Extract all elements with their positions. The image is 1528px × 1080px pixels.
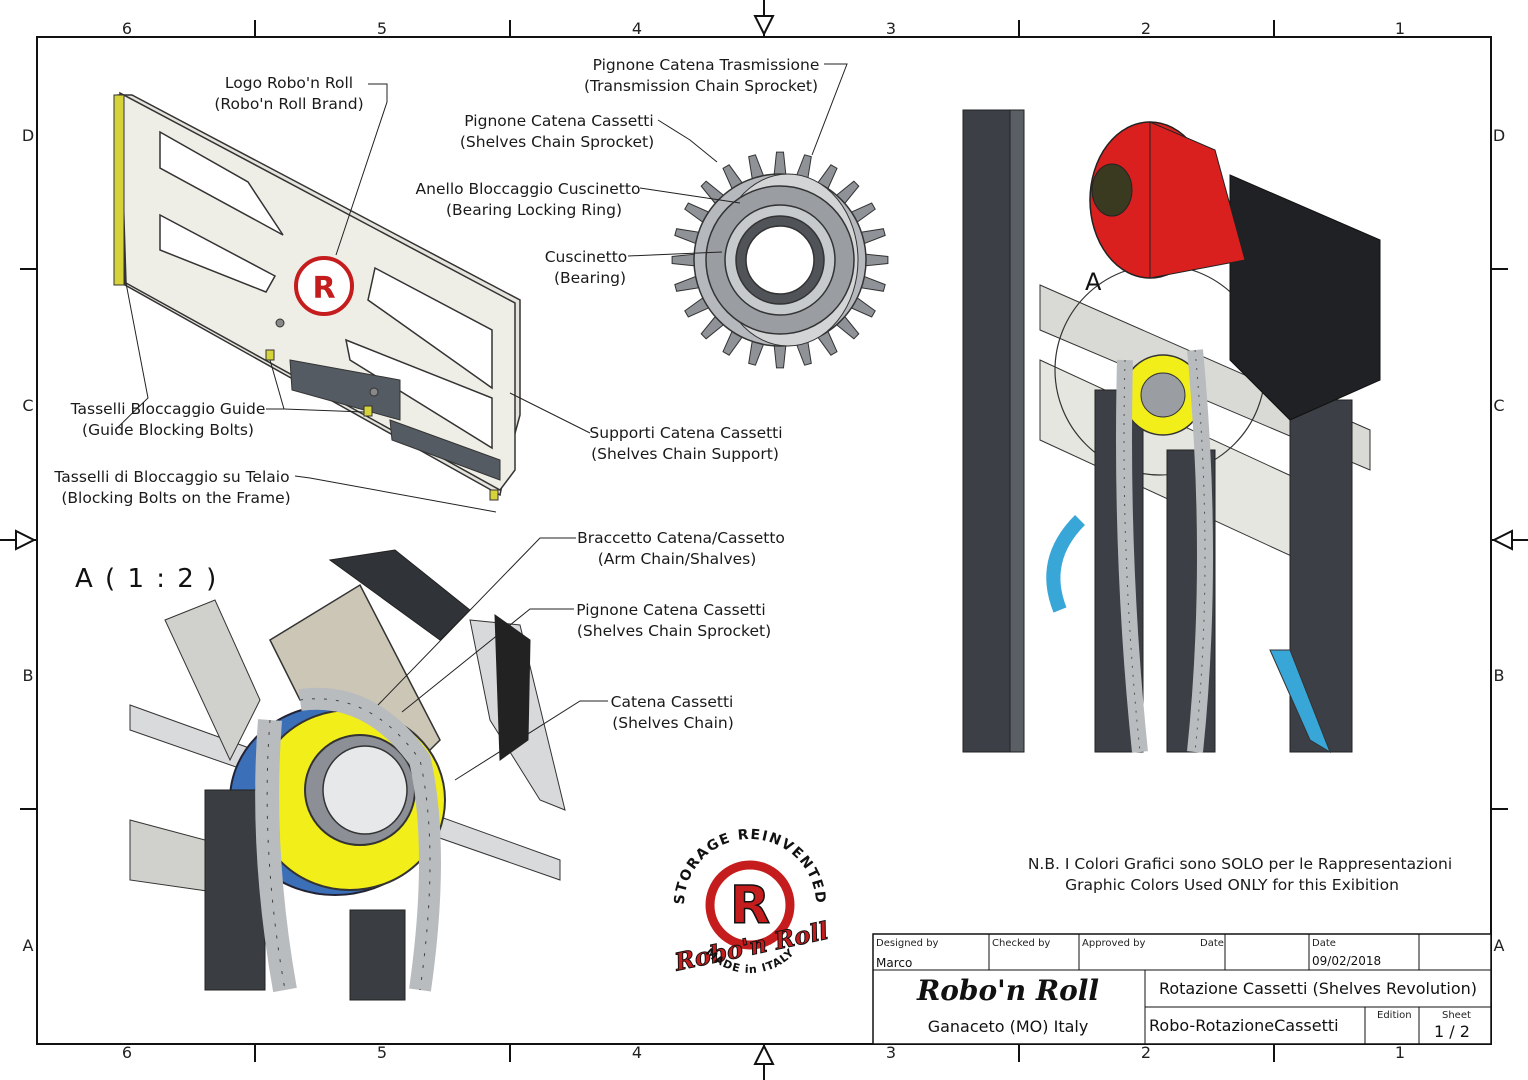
- row-label: A: [23, 936, 34, 955]
- column-label: 2: [1141, 19, 1151, 38]
- column-label: 3: [886, 1043, 896, 1062]
- edition-label: Edition: [1377, 1010, 1412, 1021]
- drawing-title: Rotazione Cassetti (Shelves Revolution): [1159, 979, 1477, 998]
- title-block: Designed by Marco Checked by Approved by…: [872, 933, 1492, 1045]
- callout-bearing-ring-it: Anello Bloccaggio Cuscinetto: [416, 180, 641, 198]
- column-label: 4: [632, 19, 642, 38]
- callout-shelves-sprocket-top-it: Pignone Catena Cassetti: [464, 112, 653, 130]
- callout-bearing-ring-en: (Bearing Locking Ring): [446, 201, 622, 219]
- note-line-it: N.B. I Colori Grafici sono SOLO per le R…: [1028, 855, 1452, 873]
- callout-guide-bolts-en: (Guide Blocking Bolts): [82, 421, 254, 439]
- approved-by-label: Approved by: [1082, 938, 1145, 949]
- callout-shelves-sprocket-bottom-en: (Shelves Chain Sprocket): [577, 622, 771, 640]
- sheet-label: Sheet: [1442, 1010, 1471, 1021]
- row-label: B: [23, 666, 34, 685]
- callout-chain-en: (Shelves Chain): [612, 714, 734, 732]
- plate-logo-emblem: [294, 256, 354, 316]
- column-label: 6: [122, 19, 132, 38]
- date-label-1: Date: [1200, 938, 1224, 949]
- sprocket-tooth: [773, 343, 787, 369]
- column-label: 1: [1395, 1043, 1405, 1062]
- detail-view-a: [129, 549, 566, 1001]
- zone-ticks: [20, 20, 1508, 1062]
- callout-bearing-en: (Bearing): [554, 269, 626, 287]
- row-label: B: [1494, 666, 1505, 685]
- yellow-edge-strip: [113, 94, 125, 286]
- callout-logo-it: Logo Robo'n Roll: [225, 74, 353, 92]
- callout-shelves-sprocket-bottom-it: Pignone Catena Cassetti: [576, 601, 765, 619]
- row-label: A: [1494, 936, 1505, 955]
- column-label: 5: [377, 19, 387, 38]
- callout-chain-support-it: Supporti Catena Cassetti: [589, 424, 782, 442]
- date-label-2: Date: [1312, 938, 1336, 949]
- column-label: 3: [886, 19, 896, 38]
- callout-shelves-sprocket-top-en: (Shelves Chain Sprocket): [460, 133, 654, 151]
- designed-by-label: Designed by: [876, 938, 939, 949]
- column-label: 6: [122, 1043, 132, 1062]
- row-label: D: [1493, 126, 1505, 145]
- sprocket-tooth: [671, 253, 697, 267]
- title-block-location: Ganaceto (MO) Italy: [928, 1017, 1089, 1036]
- callout-frame-bolts-it: Tasselli di Bloccaggio su Telaio: [53, 468, 289, 486]
- sprocket-tooth: [773, 151, 787, 177]
- column-label: 2: [1141, 1043, 1151, 1062]
- sheet-value: 1 / 2: [1434, 1022, 1470, 1041]
- designed-by-value: Marco: [876, 956, 912, 970]
- callout-logo-en: (Robo'n Roll Brand): [214, 95, 363, 113]
- row-label: C: [22, 396, 33, 415]
- callout-chain-it: Catena Cassetti: [611, 693, 734, 711]
- plate-logo-letter: R: [312, 271, 335, 306]
- column-label: 5: [377, 1043, 387, 1062]
- callout-transmission-sprocket-it: Pignone Catena Trasmissione: [593, 56, 820, 74]
- grid-labels: 6 5 4 3 2 1 6 5 4 3 2 1 D C B A D C B A: [22, 19, 1505, 1062]
- brand-stamp-logo: STORAGE REINVENTED R Robo'n Roll MADE in…: [671, 827, 832, 977]
- callout-arm-en: (Arm Chain/Shalves): [598, 550, 757, 568]
- title-block-brand: Robo'n Roll: [916, 974, 1099, 1007]
- column-label: 1: [1395, 19, 1405, 38]
- callout-guide-bolts-it: Tasselli Bloccaggio Guide: [70, 400, 266, 418]
- callout-bearing-it: Cuscinetto: [545, 248, 628, 266]
- date-value: 09/02/2018: [1312, 954, 1381, 968]
- callout-arm-it: Braccetto Catena/Cassetto: [577, 529, 785, 547]
- chain-support-plate: R: [113, 91, 521, 501]
- row-label: D: [22, 126, 34, 145]
- sprocket-tooth: [863, 253, 889, 267]
- drawing-file-name: Robo-RotazioneCassetti: [1149, 1016, 1339, 1035]
- callouts: Logo Robo'n Roll (Robo'n Roll Brand) Pig…: [53, 56, 819, 732]
- callout-frame-bolts-en: (Blocking Bolts on the Frame): [61, 489, 290, 507]
- callout-transmission-sprocket-en: (Transmission Chain Sprocket): [584, 77, 818, 95]
- detail-marker-label: A: [1085, 268, 1102, 296]
- logo-emblem-letter: R: [730, 876, 770, 936]
- checked-by-label: Checked by: [992, 938, 1050, 949]
- assembly-view: [962, 109, 1381, 754]
- leader-lines: [114, 63, 848, 781]
- detail-view-title: A ( 1 : 2 ): [75, 564, 218, 594]
- row-label: C: [1493, 396, 1504, 415]
- note-line-en: Graphic Colors Used ONLY for this Exibit…: [1065, 876, 1399, 894]
- column-label: 4: [632, 1043, 642, 1062]
- callout-chain-support-en: (Shelves Chain Support): [591, 445, 779, 463]
- sprocket-exploded: [671, 151, 889, 369]
